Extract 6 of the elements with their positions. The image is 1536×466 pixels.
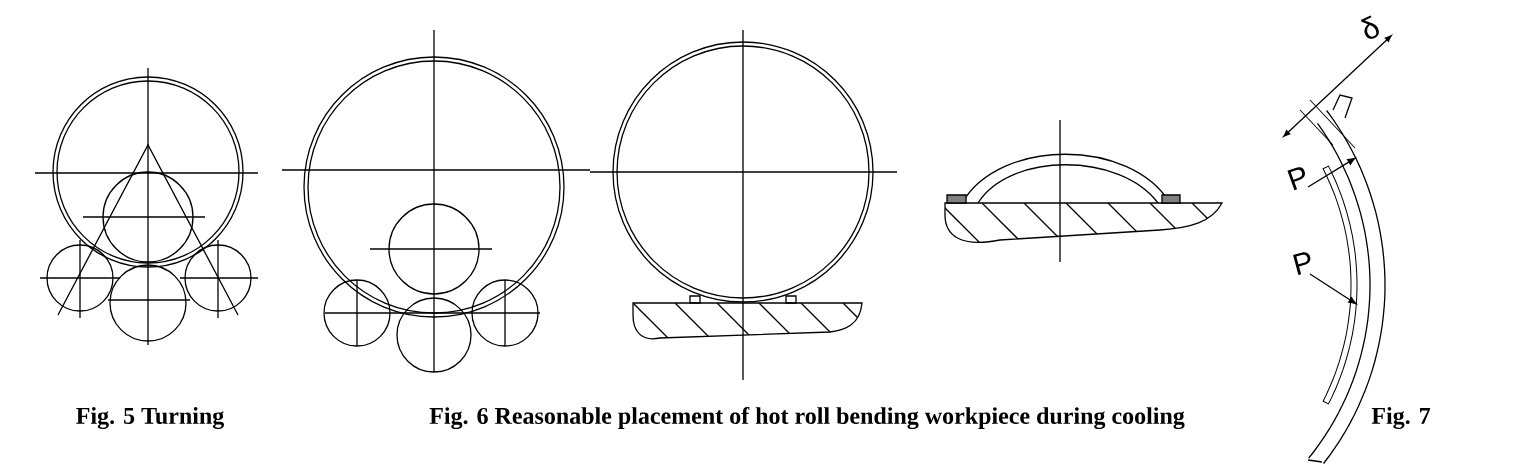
force-label: P (1293, 252, 1311, 275)
dimension-label: δ (1360, 15, 1379, 39)
figure-caption: Fig. 7 (1371, 407, 1431, 429)
force-label: P (1287, 167, 1305, 191)
figure-caption: Fig. 5 Turning (76, 407, 225, 429)
figure-caption: Fig. 6 Reasonable placement of hot roll bending workpiece during cooling (429, 406, 1185, 430)
